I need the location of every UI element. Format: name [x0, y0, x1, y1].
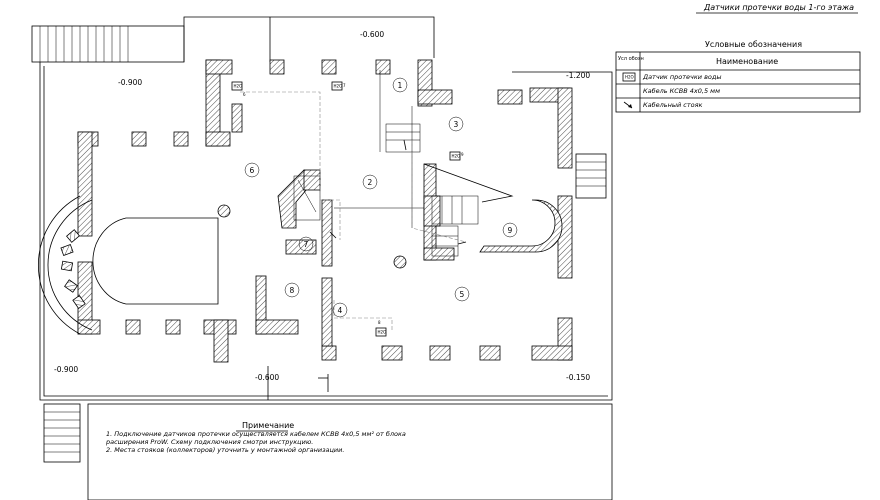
level-mark: -0.600: [360, 30, 384, 39]
legend-row-cable: Кабель КСВВ 4х0,5 мм: [643, 87, 720, 95]
level-mark: -0.900: [54, 365, 78, 374]
room-number: 2: [368, 178, 373, 187]
level-mark: -0.150: [566, 373, 590, 382]
svg-text:H2O: H2O: [625, 75, 634, 80]
water-sensor-icon: H2O 6: [231, 81, 246, 97]
legend-col-symbol: Усл обозн: [618, 56, 644, 62]
sheet-title: Датчики протечки воды 1-го этажа: [703, 3, 854, 12]
room-labels: 1 2 3 4 5 6 7 8 9: [244, 77, 518, 318]
terrace-outline: [39, 16, 613, 401]
svg-text:7: 7: [343, 83, 346, 88]
walls: [37, 59, 573, 363]
level-mark: -0.600: [255, 373, 279, 382]
legend-row-sensor: Датчик протечки воды: [642, 73, 722, 81]
svg-text:H2O: H2O: [452, 154, 461, 159]
note-line: расширения ProW. Схему подключения смотр…: [105, 438, 313, 446]
svg-text:H2O: H2O: [334, 84, 343, 89]
svg-text:H2O: H2O: [378, 330, 387, 335]
stairs-bottom-left: [43, 403, 81, 463]
note-line: 1. Подключение датчиков протечки осущест…: [106, 430, 406, 438]
legend-title: Условные обозначения: [705, 40, 802, 49]
cable-riser-icons: [329, 139, 467, 245]
room-number: 7: [304, 240, 309, 249]
room-number: 8: [290, 286, 295, 295]
level-mark: -1.200: [566, 71, 590, 80]
legend-row-riser: Кабельный стояк: [643, 101, 703, 109]
legend-col-name: Наименование: [716, 57, 778, 66]
water-sensor-icon: H2O 8: [375, 320, 387, 337]
cable-route: [240, 91, 467, 330]
room-number: 3: [454, 120, 459, 129]
level-marks: -0.600 -0.900 -1.200 -0.900 -0.600 -0.15…: [54, 30, 590, 382]
svg-text:8: 8: [378, 320, 381, 325]
svg-text:H2O: H2O: [234, 84, 243, 89]
room-number: 5: [460, 290, 465, 299]
svg-text:6: 6: [243, 92, 246, 97]
room-number: 1: [398, 81, 403, 90]
note-line: 2. Места стояков (коллекторов) уточнить …: [106, 446, 344, 454]
stairs-right: [575, 153, 607, 199]
water-sensor-icon: H2O 9: [449, 151, 464, 161]
svg-text:9: 9: [461, 152, 464, 157]
room-number: 6: [250, 166, 255, 175]
room-number: 9: [508, 226, 513, 235]
pool-outline: [92, 217, 219, 305]
water-sensor-icon: H2O 7: [331, 81, 346, 91]
room-number: 4: [338, 306, 343, 315]
legend: Условные обозначения Усл обозн Наименова…: [615, 40, 861, 113]
notes-box: Примечание 1. Подключение датчиков проте…: [87, 403, 613, 500]
notes-title: Примечание: [242, 421, 294, 430]
stairs-top-left: [31, 25, 185, 63]
level-mark: -0.900: [118, 78, 142, 87]
